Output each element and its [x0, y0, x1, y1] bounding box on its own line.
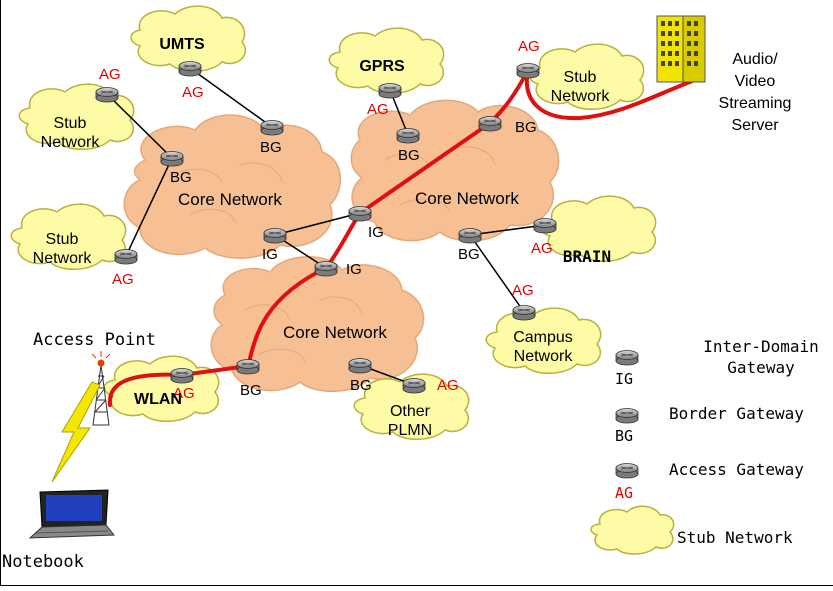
brain-label: BRAIN: [563, 247, 611, 266]
bg-label: BG: [515, 119, 537, 136]
bg-label: BG: [398, 147, 420, 164]
ig-label: IG: [346, 261, 362, 278]
stub-umts-cloud: [130, 5, 247, 72]
router-icon: [615, 463, 639, 479]
router-icon: [458, 228, 482, 244]
streaming-path: [107, 68, 697, 407]
bg-label: BG: [350, 377, 372, 394]
ag-label: AG: [518, 38, 540, 55]
legend-bg-label: Border Gateway: [669, 404, 804, 423]
ag-label: AG: [512, 282, 534, 299]
antenna-tower-icon: [91, 351, 111, 426]
stub-other-plmn-cloud: [353, 373, 470, 440]
ag-label: AG: [531, 240, 553, 257]
ag-label: AG: [182, 84, 204, 101]
ag-label: AG: [367, 101, 389, 118]
core-network-bottom-cloud: [210, 256, 425, 392]
router-icon: [615, 350, 639, 366]
router-icon: [236, 359, 260, 375]
router-icon: [348, 206, 372, 222]
ag-label: AG: [173, 385, 195, 402]
router-icon: [170, 368, 194, 384]
ig-label: IG: [368, 224, 384, 241]
stub-wlan-cloud: [103, 355, 220, 422]
wlan-label: WLAN: [134, 391, 182, 408]
router-icon: [533, 218, 557, 234]
lightning-bolt-icon: [51, 381, 101, 483]
umts-label: UMTS: [159, 36, 205, 53]
router-icon: [516, 63, 540, 79]
router-icon: [160, 151, 184, 167]
cloud-labels: Core Network Core Network Core Network: [178, 189, 519, 342]
router-icon: [314, 261, 338, 277]
router-icon: [396, 128, 420, 144]
router-icon: [512, 305, 536, 321]
core-network-top-left-cloud: [123, 114, 342, 259]
server-building-icon: [656, 15, 706, 83]
bg-label: BG: [260, 139, 282, 156]
laptop-icon: [28, 489, 116, 539]
legend-stub-cloud: [590, 505, 675, 555]
router-icon: [615, 408, 639, 424]
ag-label: AG: [112, 271, 134, 288]
core-network-label: Core Network: [283, 323, 387, 342]
notebook-label: Notebook: [2, 552, 84, 572]
stub-gprs-cloud: [328, 27, 445, 94]
router-icon: [378, 83, 402, 99]
gprs-label: GPRS: [359, 58, 405, 75]
legend-ag-abbr: AG: [615, 484, 633, 502]
router-icon: [402, 378, 426, 394]
router-icon: [263, 228, 287, 244]
router-icon: [478, 116, 502, 132]
router-icon: [260, 120, 284, 136]
bg-label: BG: [240, 382, 262, 399]
ag-label: AG: [99, 66, 121, 83]
core-network-label: Core Network: [415, 189, 519, 208]
ig-label: IG: [262, 246, 278, 263]
ag-label: AG: [437, 377, 459, 394]
legend-ag-label: Access Gateway: [669, 460, 804, 479]
bg-label: BG: [458, 246, 480, 263]
router-icon: [114, 249, 138, 265]
node-labels: AG AG BG BG AG AG BG AG BG IG IG IG BG A…: [99, 38, 553, 402]
access-point-label: Access Point: [33, 330, 156, 350]
legend-stub-label: Stub Network: [677, 528, 793, 547]
stub-top-right-cloud: [528, 43, 645, 110]
bg-label: BG: [170, 169, 192, 186]
router-icon: [348, 358, 372, 374]
router-icon: [95, 87, 119, 103]
router-icon: [178, 61, 202, 77]
legend-ig-abbr: IG: [615, 370, 633, 388]
stub-campus-cloud: [485, 307, 602, 374]
stub-brain-cloud: [540, 195, 657, 262]
stub-labels: UMTS GPRS WLAN BRAIN: [134, 36, 611, 408]
core-network-label: Core Network: [178, 190, 282, 209]
legend-bg-abbr: BG: [615, 427, 633, 445]
